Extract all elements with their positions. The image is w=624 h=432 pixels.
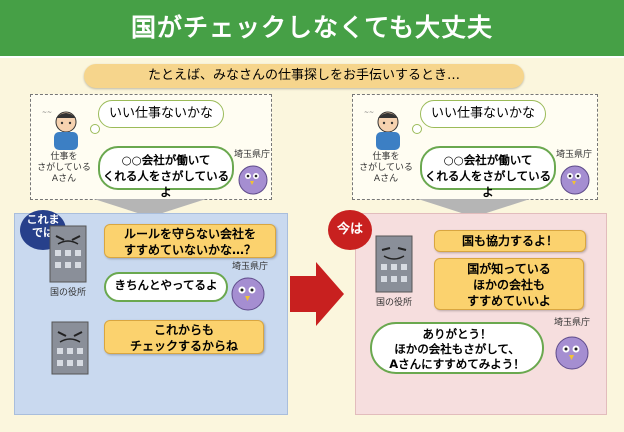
gov-bubble-line: すすめていいよ xyxy=(467,294,551,308)
before-badge-line: では xyxy=(32,226,54,239)
gov-bubble-line: チェックするからね xyxy=(129,339,238,353)
person-label-line: 仕事を xyxy=(50,152,78,162)
after-badge: 今は xyxy=(328,210,372,250)
prefecture-label: 埼玉県庁 xyxy=(231,262,268,272)
person-label-line: さがしている xyxy=(37,163,91,173)
prefecture-reply-bubble: きちんとやってるよ xyxy=(104,272,228,302)
prefecture-bubble-line: ○○会社が働いて xyxy=(443,153,533,167)
prefecture-bubble-line: くれる人をさがしているよ xyxy=(102,169,230,199)
example-banner: たとえば、みなさんの仕事探しをお手伝いするとき… xyxy=(84,64,524,88)
bird-mascot-icon xyxy=(231,277,265,311)
thought-dot xyxy=(90,124,100,134)
gov-bubble: これからも チェックするからね xyxy=(104,320,264,354)
gov-bubble: ルールを守らない会社を すすめていないかな…？ xyxy=(104,224,276,258)
prefecture-label: 埼玉県庁 xyxy=(553,318,590,328)
gov-bubble-line: ルールを守らない会社を xyxy=(123,227,256,241)
prefecture-label: 埼玉県庁 xyxy=(233,150,270,160)
gov-bubble: 国が知っている ほかの会社も すすめていいよ xyxy=(434,258,584,310)
government-building-icon xyxy=(375,235,413,293)
prefecture-reply-bubble: ありがとう！ ほかの会社もさがして、 Aさんにすすめてみよう！ xyxy=(370,322,544,374)
bird-mascot-icon xyxy=(555,336,589,370)
person-worried-icon: ~~ xyxy=(42,109,78,150)
gov-bubble: 国も協力するよ！ xyxy=(434,230,586,252)
svg-text:~~: ~~ xyxy=(364,109,374,116)
before-badge: これま では xyxy=(20,210,66,250)
gov-office-label: 国の役所 xyxy=(375,298,412,308)
prefecture-bubble-line: ○○会社が働いて xyxy=(121,153,211,167)
government-building-icon xyxy=(49,225,87,283)
prefecture-bubble-line: くれる人をさがしているよ xyxy=(424,169,552,199)
prefecture-reply-line: Aさんにすすめてみよう！ xyxy=(389,357,525,371)
person-label: 仕事を さがしている Aさん xyxy=(358,152,414,185)
red-arrow-icon xyxy=(290,262,344,326)
person-worried-icon: ~~ xyxy=(364,109,400,150)
person-label-line: Aさん xyxy=(51,174,77,184)
gov-office-label: 国の役所 xyxy=(49,288,86,298)
prefecture-bubble: ○○会社が働いて くれる人をさがしているよ xyxy=(420,146,556,199)
gov-bubble-line: これからも xyxy=(153,323,214,337)
person-label-line: さがしている xyxy=(359,163,413,173)
bird-mascot-icon xyxy=(560,165,590,195)
person-label-line: Aさん xyxy=(373,174,399,184)
prefecture-reply-line: ありがとう！ xyxy=(422,327,492,341)
svg-text:~~: ~~ xyxy=(42,109,52,116)
page-title: 国がチェックしなくても大丈夫 xyxy=(0,0,624,56)
down-arrow-icon xyxy=(94,199,206,217)
thought-bubble: いい仕事ないかな xyxy=(98,100,224,128)
person-label-line: 仕事を xyxy=(372,152,400,162)
bird-mascot-icon xyxy=(238,165,268,195)
down-arrow-icon xyxy=(418,199,530,217)
before-badge-line: これま xyxy=(26,213,60,226)
thought-dot xyxy=(412,124,422,134)
thought-bubble: いい仕事ないかな xyxy=(420,100,546,128)
prefecture-label: 埼玉県庁 xyxy=(555,150,592,160)
prefecture-bubble: ○○会社が働いて くれる人をさがしているよ xyxy=(98,146,234,199)
government-building-icon xyxy=(51,321,89,375)
prefecture-reply-line: ほかの会社もさがして、 xyxy=(394,342,520,356)
gov-bubble-line: 国が知っている xyxy=(467,262,551,276)
gov-bubble-line: ほかの会社も xyxy=(472,278,545,292)
person-label: 仕事を さがしている Aさん xyxy=(36,152,92,185)
gov-bubble-line: すすめていないかな…？ xyxy=(123,243,256,257)
